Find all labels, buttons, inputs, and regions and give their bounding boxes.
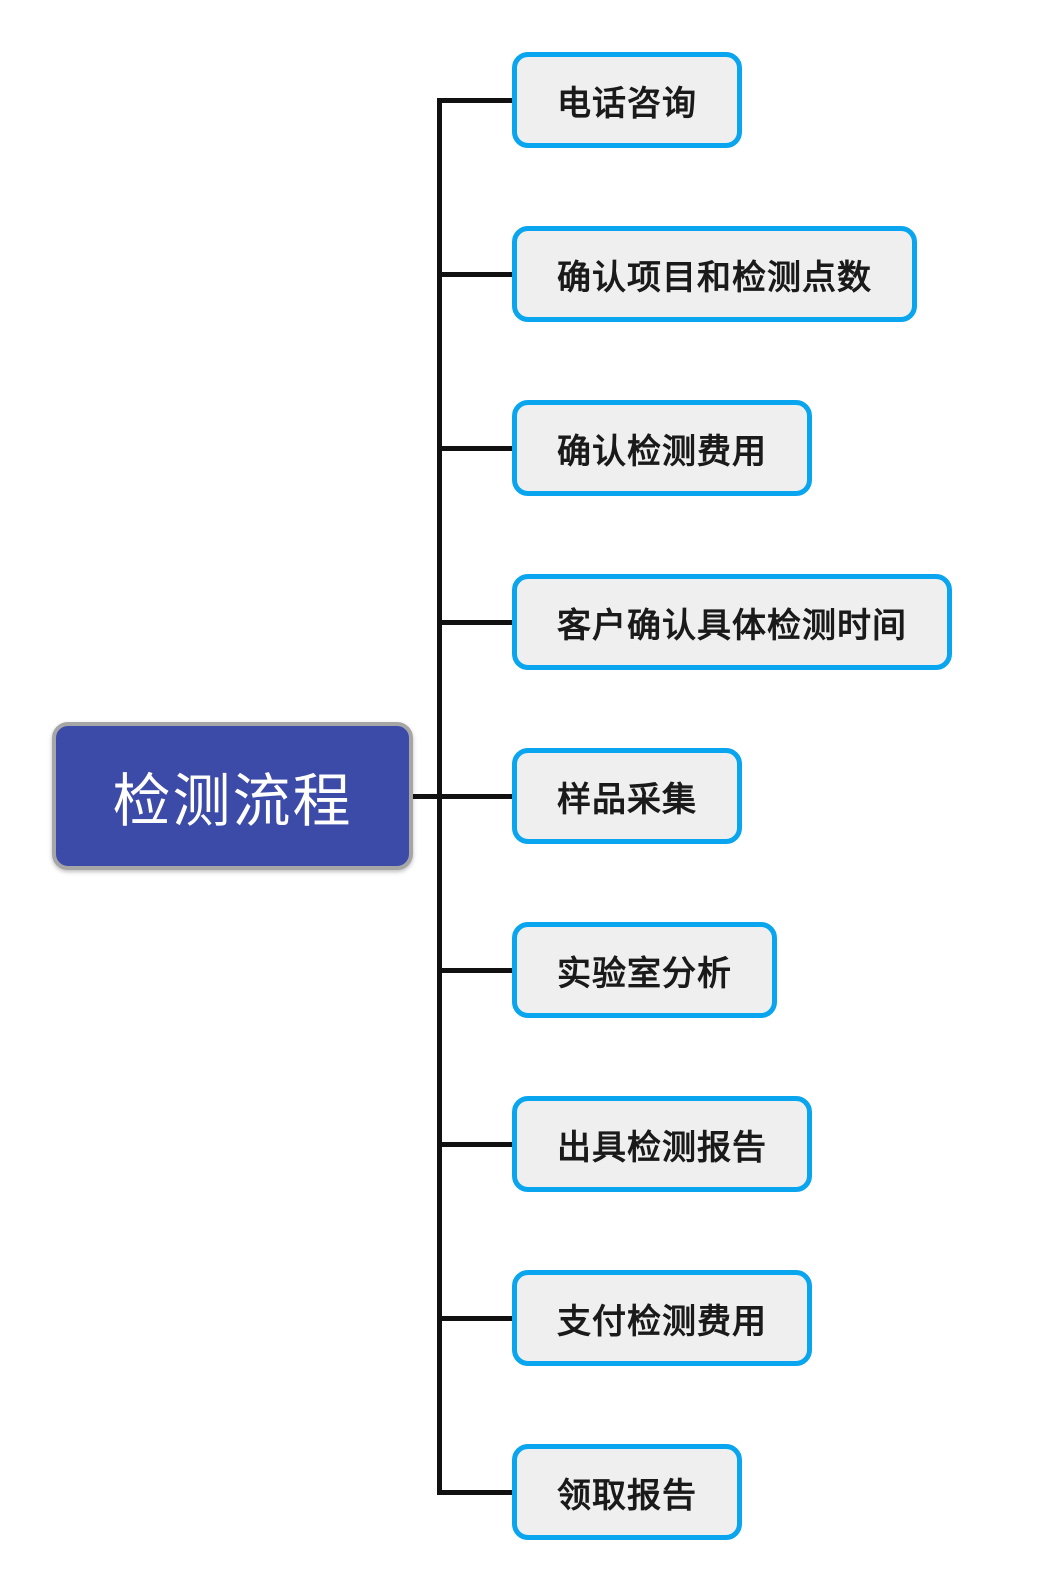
child-topic-node[interactable]: 领取报告 [512,1444,742,1540]
child-topic-label: 确认项目和检测点数 [557,258,872,297]
child-topic-label: 实验室分析 [557,954,732,993]
child-topic-label: 出具检测报告 [557,1128,767,1167]
connector-branch [437,271,512,277]
child-topic-label: 电话咨询 [557,84,697,123]
connector-branch [437,1315,512,1321]
child-topic-node[interactable]: 客户确认具体检测时间 [512,574,952,670]
child-topic-label: 领取报告 [557,1476,697,1515]
root-topic-label: 检测流程 [112,769,353,834]
child-topic-label: 确认检测费用 [557,432,767,471]
child-topic-node[interactable]: 样品采集 [512,748,742,844]
child-topic-node[interactable]: 确认检测费用 [512,400,812,496]
connector-branch [437,967,512,973]
child-topic-label: 客户确认具体检测时间 [557,606,907,645]
root-topic-node[interactable]: 检测流程 [52,722,413,870]
child-topic-label: 样品采集 [557,780,697,819]
connector-branch [437,619,512,625]
connector-branch [437,793,512,799]
child-topic-node[interactable]: 确认项目和检测点数 [512,226,917,322]
child-topic-node[interactable]: 实验室分析 [512,922,777,1018]
child-topic-label: 支付检测费用 [557,1302,767,1341]
connector-branch [437,1141,512,1147]
child-topic-node[interactable]: 电话咨询 [512,52,742,148]
connector-branch [437,97,512,103]
child-topic-node[interactable]: 出具检测报告 [512,1096,812,1192]
connector-branch [437,1489,512,1495]
child-topic-node[interactable]: 支付检测费用 [512,1270,812,1366]
connector-branch [437,445,512,451]
